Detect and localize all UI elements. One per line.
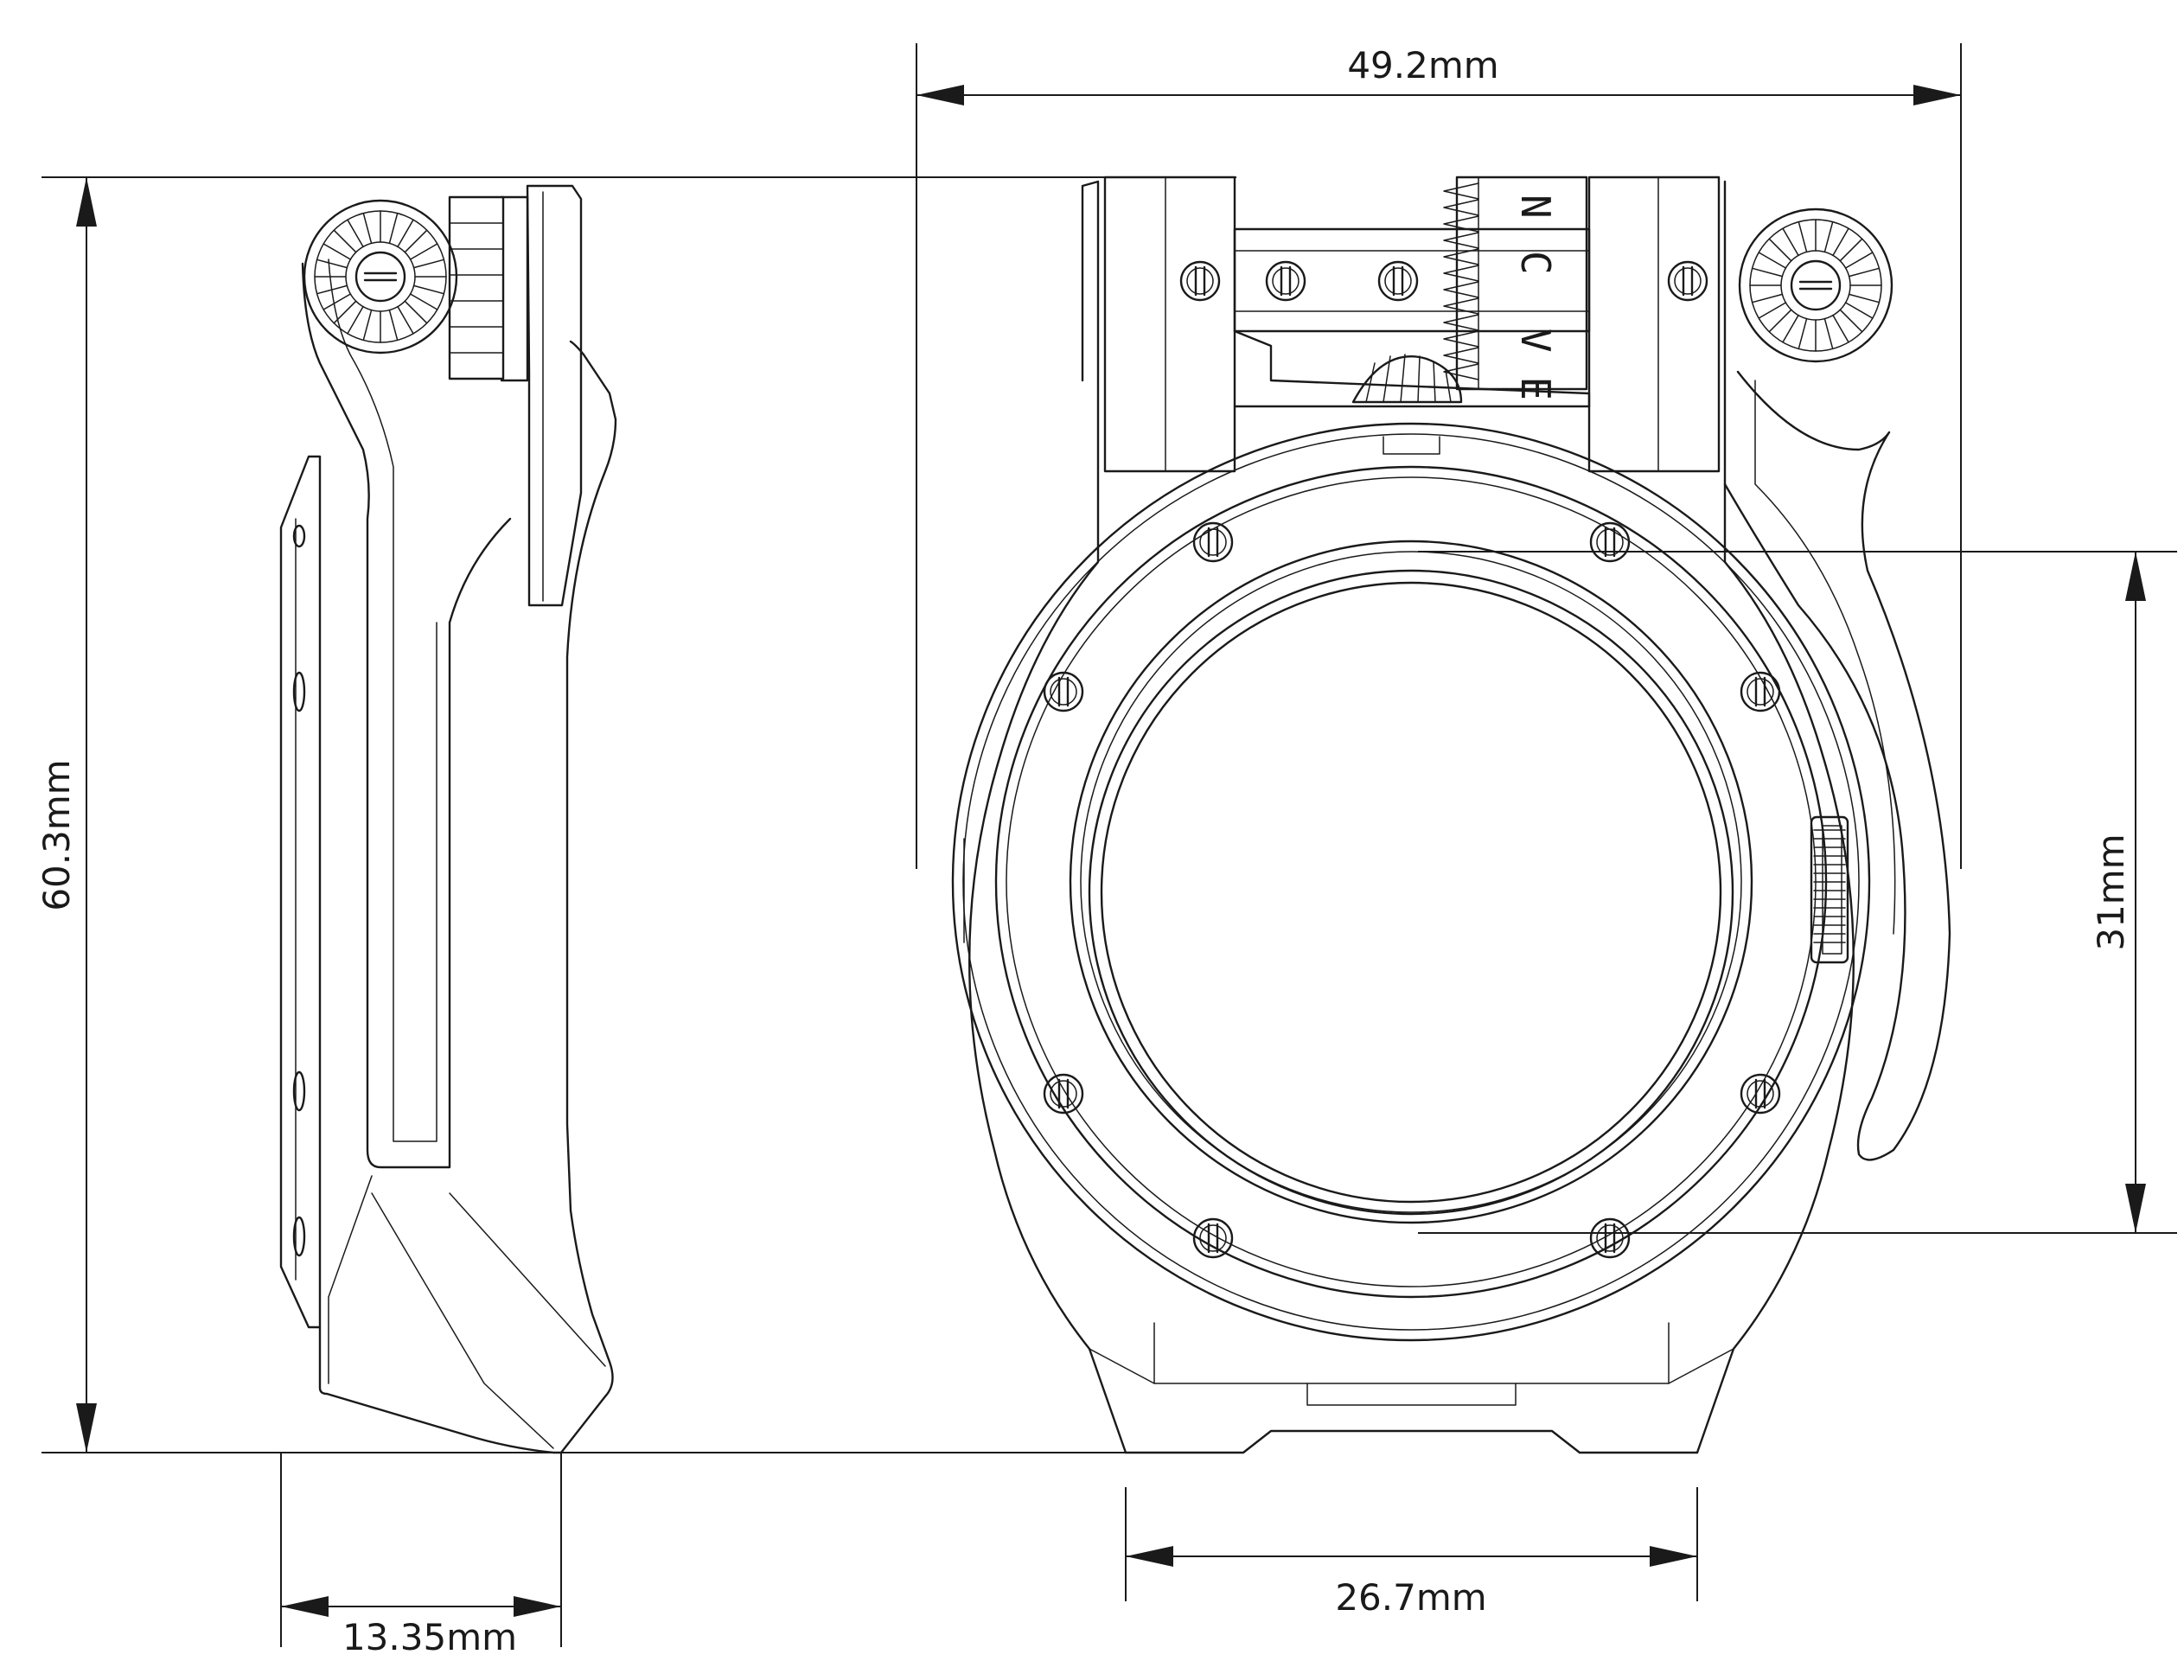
side-handle-arm xyxy=(301,262,512,1169)
front-knob xyxy=(1738,208,1893,363)
plate-hole xyxy=(292,1070,306,1112)
front-crossbar xyxy=(1233,227,1591,333)
dimension-overall-height: 60.3mm xyxy=(35,176,1236,1453)
front-top-frame-right xyxy=(1587,176,1721,473)
front-view: N C V E xyxy=(951,176,1951,1454)
front-housing xyxy=(968,180,1855,1454)
side-mounting-plate xyxy=(279,455,322,1329)
front-base xyxy=(1124,1429,1699,1454)
inner-ring xyxy=(1069,540,1753,1224)
gear-ring-teeth xyxy=(1443,182,1479,380)
crossbar-screw xyxy=(1179,260,1221,302)
ring-screw xyxy=(1043,671,1084,712)
dimension-aperture-diameter: 31mm xyxy=(1418,551,2177,1234)
front-top-frame-left xyxy=(1103,176,1236,473)
front-gear-ring: N C V E xyxy=(1443,176,1588,400)
plate-hole xyxy=(292,671,306,712)
crossbar-screw xyxy=(1667,260,1708,302)
side-gear-plate xyxy=(526,184,583,607)
ring-screw xyxy=(1740,1073,1781,1115)
aperture-inner xyxy=(1100,581,1722,1204)
gear-engraving-upper-2: C xyxy=(1512,251,1559,275)
side-gear-teeth xyxy=(448,195,505,380)
ring-screw xyxy=(1192,521,1234,563)
plate-hole xyxy=(292,524,306,548)
ring-screw xyxy=(1192,1217,1234,1259)
plate-hole xyxy=(292,1216,306,1257)
mount-ring xyxy=(994,465,1828,1299)
outer-bezel xyxy=(951,422,1871,1342)
dimension-overall-width: 49.2mm xyxy=(916,43,1962,869)
aperture-diameter-label: 31mm xyxy=(2090,834,2132,950)
aperture xyxy=(1088,569,1734,1216)
ring-screw xyxy=(1740,671,1781,712)
side-depth-label: 13.35mm xyxy=(342,1616,517,1658)
side-view xyxy=(279,184,617,1454)
front-lever xyxy=(1723,370,1951,1161)
crossbar-screw xyxy=(1265,260,1306,302)
front-base-width-label: 26.7mm xyxy=(1335,1576,1486,1619)
front-thumbwheel xyxy=(1810,815,1849,964)
ring-screw xyxy=(1589,521,1631,563)
ring-screw xyxy=(1043,1073,1084,1115)
side-body xyxy=(318,340,617,1454)
front-bevel-gear xyxy=(1351,354,1463,404)
gear-engraving-lower: V E xyxy=(1512,329,1559,400)
dimension-side-depth: 13.35mm xyxy=(280,1453,562,1658)
dimension-front-base-width: 26.7mm xyxy=(1125,1487,1698,1619)
side-knob xyxy=(303,199,458,355)
overall-height-label: 60.3mm xyxy=(35,759,78,910)
gear-engraving-upper: N xyxy=(1512,195,1559,219)
crossbar-screw xyxy=(1377,260,1419,302)
overall-width-label: 49.2mm xyxy=(1347,44,1498,86)
ring-screw xyxy=(1589,1217,1631,1259)
